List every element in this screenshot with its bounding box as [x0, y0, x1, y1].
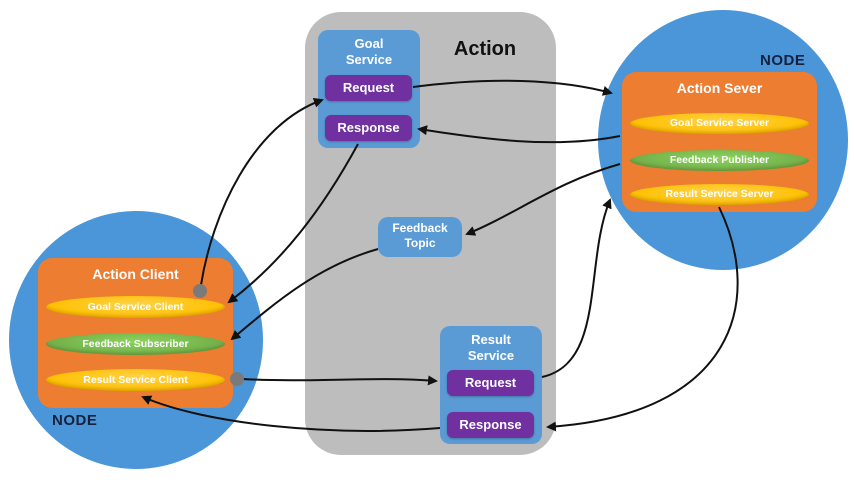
goal-service-server-pill: Goal Service Server [630, 113, 809, 134]
result-service-box: Result Service Request Response [440, 326, 542, 444]
goal-service-box: Goal Service Request Response [318, 30, 420, 148]
action-client-title: Action Client [92, 266, 179, 282]
goal-service-title: Goal Service [345, 36, 393, 68]
goal-request-button: Request [325, 75, 412, 101]
action-region-label: Action [453, 38, 517, 60]
feedback-topic-title: Feedback Topic [392, 221, 448, 250]
goal-response-button: Response [325, 115, 412, 141]
result-service-server-pill: Result Service Server [630, 184, 809, 205]
feedback-publisher-pill: Feedback Publisher [630, 150, 809, 171]
action-client-box: Action Client Goal Service Client Feedba… [38, 258, 233, 408]
feedback-subscriber-pill: Feedback Subscriber [46, 333, 225, 355]
result-request-button: Request [447, 370, 534, 396]
action-server-box: Action Sever Goal Service Server Feedbac… [622, 72, 817, 212]
server-node-label: NODE [760, 52, 806, 69]
result-service-title: Result Service [467, 332, 515, 364]
result-service-client-pill: Result Service Client [46, 369, 225, 391]
feedback-topic-box: Feedback Topic [378, 217, 462, 257]
result-response-button: Response [447, 412, 534, 438]
goal-service-client-pill: Goal Service Client [46, 296, 225, 318]
action-server-title: Action Sever [676, 80, 763, 96]
client-node-label: NODE [52, 412, 98, 429]
